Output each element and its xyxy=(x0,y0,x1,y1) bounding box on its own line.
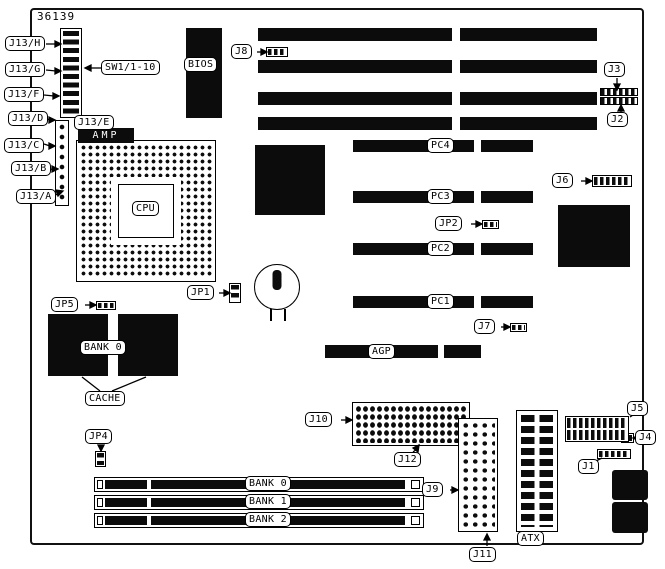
isa-slot-1-segment-a xyxy=(258,28,452,41)
jumper-jp1 xyxy=(229,283,241,303)
connector-j13-strip xyxy=(55,120,69,206)
label-pc4: PC4 xyxy=(427,138,454,153)
label-j13e: J13/E xyxy=(74,115,114,130)
jumper-j8 xyxy=(266,47,288,57)
agp-slot xyxy=(325,345,481,358)
dip-switch-sw1 xyxy=(60,28,82,118)
label-pc2: PC2 xyxy=(427,241,454,256)
atx-power-connector xyxy=(516,410,558,532)
label-bios: BIOS xyxy=(184,57,218,72)
bios-chip xyxy=(186,28,222,118)
label-j13a: J13/A xyxy=(16,189,56,204)
ps2-port-bottom xyxy=(612,502,648,533)
label-j13g: J13/G xyxy=(5,62,45,77)
label-j4: J4 xyxy=(635,430,656,445)
connector-j9-j11 xyxy=(458,418,498,532)
label-jp1: JP1 xyxy=(187,285,214,300)
connector-j10-j12 xyxy=(352,402,470,446)
label-j10: J10 xyxy=(305,412,332,427)
label-cache: CACHE xyxy=(85,391,125,406)
label-pc3: PC3 xyxy=(427,189,454,204)
isa-slot-4-segment-a xyxy=(258,117,452,130)
label-pc1: PC1 xyxy=(427,294,454,309)
label-bank0: BANK 0 xyxy=(245,476,291,491)
label-j13h: J13/H xyxy=(5,36,45,51)
isa-slot-4-segment-b xyxy=(460,117,597,130)
label-agp: AGP xyxy=(368,344,395,359)
label-j3: J3 xyxy=(604,62,625,77)
label-j8: J8 xyxy=(231,44,252,59)
connector-j6 xyxy=(592,175,632,187)
label-jp5: JP5 xyxy=(51,297,78,312)
label-j13f: J13/F xyxy=(4,87,44,102)
connector-j2 xyxy=(600,97,638,105)
io-controller-chip xyxy=(558,205,630,267)
label-atx: ATX xyxy=(517,531,544,546)
ps2-port-top xyxy=(612,470,648,500)
label-j11: J11 xyxy=(469,547,496,562)
jumper-jp2 xyxy=(482,220,499,229)
jumper-jp5 xyxy=(96,301,116,310)
isa-slot-3-segment-a xyxy=(258,92,452,105)
battery-leg xyxy=(284,309,286,321)
label-j6: J6 xyxy=(552,173,573,188)
part-number: 36139 xyxy=(37,10,76,23)
label-jp4: JP4 xyxy=(85,429,112,444)
label-cache-bank0: BANK 0 xyxy=(80,340,126,355)
label-jp2: JP2 xyxy=(435,216,462,231)
battery-leg xyxy=(270,309,272,321)
isa-slot-1-segment-b xyxy=(460,28,597,41)
label-bank1: BANK 1 xyxy=(245,494,291,509)
jumper-jp4 xyxy=(95,451,106,467)
connector-j1 xyxy=(597,449,631,459)
label-cpu: CPU xyxy=(132,201,159,216)
label-j2: J2 xyxy=(607,112,628,127)
label-j12: J12 xyxy=(394,452,421,467)
connector-j3 xyxy=(600,88,638,96)
cache-chip-right xyxy=(118,314,178,376)
label-sw1: SW1/1-10 xyxy=(101,60,160,75)
chipset-chip xyxy=(255,145,325,215)
amp-regulator: AMP xyxy=(78,128,134,143)
connector-j5 xyxy=(565,416,629,442)
isa-slot-2-segment-a xyxy=(258,60,452,73)
label-j13c: J13/C xyxy=(4,138,44,153)
isa-slot-2-segment-b xyxy=(460,60,597,73)
label-j1: J1 xyxy=(578,459,599,474)
isa-slot-3-segment-b xyxy=(460,92,597,105)
battery xyxy=(254,264,300,310)
label-bank2: BANK 2 xyxy=(245,512,291,527)
label-j7: J7 xyxy=(474,319,495,334)
label-j13b: J13/B xyxy=(11,161,51,176)
jumper-j7 xyxy=(510,323,527,332)
label-j9: J9 xyxy=(422,482,443,497)
label-j5: J5 xyxy=(627,401,648,416)
label-j13d: J13/D xyxy=(8,111,48,126)
